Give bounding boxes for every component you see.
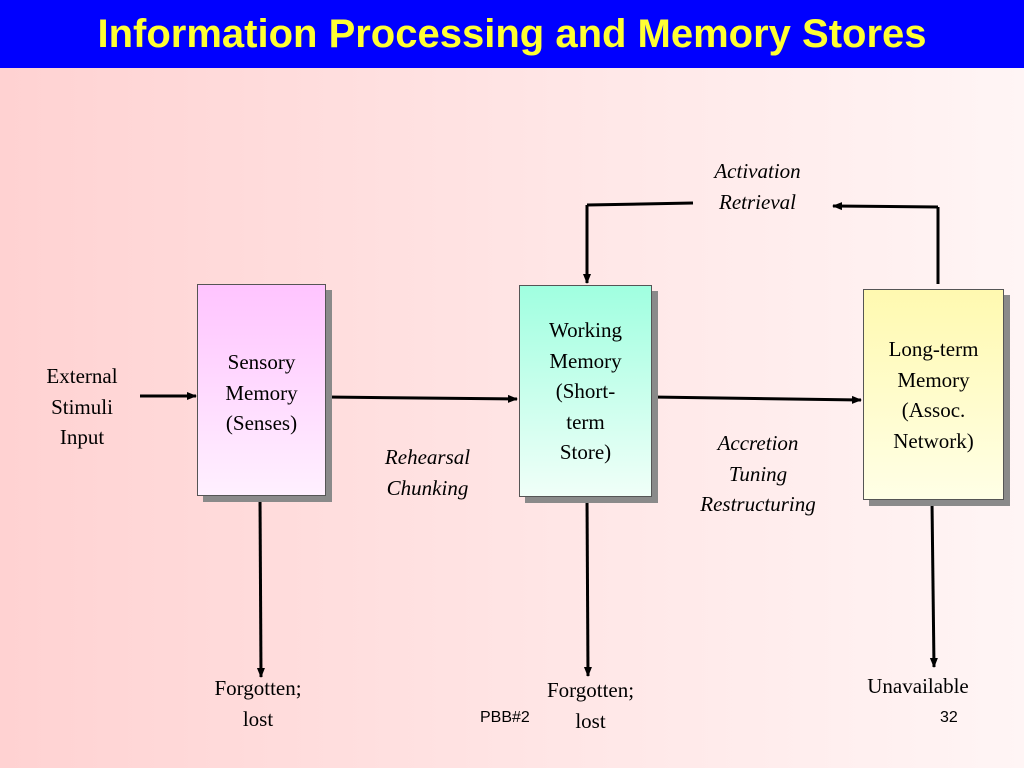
retrieval-line-from-label: [586, 201, 694, 207]
accretion-line-1: Accretion: [717, 431, 799, 455]
arrow-working-to-longterm: [651, 395, 862, 404]
title-bar: Information Processing and Memory Stores: [0, 0, 1024, 68]
forgotten-lost-label-working: Forgotten; lost: [523, 675, 658, 736]
sensory-memory-box: Sensory Memory (Senses): [197, 284, 326, 496]
longterm-line-4: Network): [893, 428, 974, 453]
footer-left-text: PBB#2: [480, 709, 530, 726]
external-line-3: Input: [59, 425, 105, 449]
arrow-sensory-to-working: [325, 394, 518, 403]
forgotten-lost-label-sensory: Forgotten; lost: [193, 673, 323, 734]
sensory-line-3: (Senses): [225, 411, 298, 435]
working-line-4: term: [566, 409, 605, 434]
arrow-sensory-to-forgotten: [256, 496, 265, 678]
forgotten-2-line-1: Forgotten;: [546, 678, 635, 702]
slide-title: Information Processing and Memory Stores: [97, 12, 927, 56]
arrow-retrieval-to-label: [832, 202, 939, 211]
accretion-line-2: Tuning: [728, 461, 788, 486]
external-line-1: External: [46, 364, 118, 388]
arrow-longterm-to-unavailable: [929, 501, 938, 668]
forgotten-1-line-2: lost: [242, 706, 274, 731]
longterm-line-1: Long-term: [888, 337, 979, 361]
longterm-line-3: (Assoc.: [901, 398, 966, 422]
activation-retrieval-label: Activation Retrieval: [690, 156, 825, 217]
accretion-line-3: Restructuring: [700, 492, 816, 516]
sensory-line-1: Sensory: [227, 350, 296, 374]
rehearsal-line-2: Chunking: [386, 475, 469, 500]
forgotten-2-line-2: lost: [575, 708, 606, 733]
activation-line-2: Retrieval: [719, 189, 796, 214]
rehearsal-chunking-label: Rehearsal Chunking: [365, 442, 490, 503]
accretion-tuning-label: Accretion Tuning Restructuring: [678, 428, 838, 520]
working-memory-box: Working Memory (Short- term Store): [519, 285, 652, 497]
long-term-memory-box: Long-term Memory (Assoc. Network): [863, 289, 1004, 500]
activation-line-1: Activation: [714, 159, 801, 183]
sensory-line-2: Memory: [225, 380, 298, 405]
working-line-1: Working: [549, 318, 622, 342]
arrow-working-to-forgotten: [583, 496, 592, 677]
slide-number: 32: [940, 709, 958, 726]
forgotten-1-line-1: Forgotten;: [214, 676, 302, 700]
working-line-5: Store): [559, 440, 612, 464]
unavailable-label: Unavailable: [867, 674, 969, 698]
external-stimuli-label: External Stimuli Input: [27, 361, 137, 453]
external-line-2: Stimuli: [51, 394, 113, 419]
rehearsal-line-1: Rehearsal: [384, 445, 471, 469]
longterm-line-2: Memory: [897, 367, 970, 392]
working-line-3: (Short-: [555, 379, 616, 403]
working-line-2: Memory: [549, 348, 622, 373]
